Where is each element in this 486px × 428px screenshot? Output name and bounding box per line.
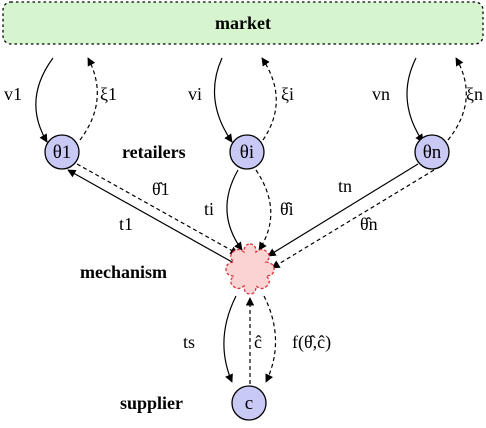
mechanism-gear (225, 243, 275, 295)
tn-arrow (267, 163, 419, 257)
mechanism-label: mechanism (80, 262, 167, 282)
xi1-arrow (79, 57, 98, 141)
retailer-i-label: θi (240, 142, 254, 163)
thetahatn-arrow (271, 169, 435, 269)
vn-label: vn (372, 84, 390, 104)
retailer-1-node (44, 134, 80, 170)
thetahati-label: θ̂i (280, 199, 294, 219)
supplier-label: supplier (120, 393, 183, 413)
f-label: f(θ̂,ĉ) (292, 332, 331, 353)
supplier-node-label: c (245, 393, 253, 414)
retailer-n-label: θn (423, 142, 442, 163)
xin-label: ξn (466, 84, 483, 104)
retailer-1-label: θ1 (53, 142, 72, 163)
t1-arrow (67, 169, 233, 263)
v1-label: v1 (4, 84, 22, 104)
market-label: market (215, 13, 271, 33)
ti-label: ti (204, 199, 214, 219)
thetahat1-arrow (76, 163, 239, 255)
chat-label: ĉ (254, 332, 262, 352)
ts-label: ts (183, 332, 195, 352)
tn-label: tn (338, 176, 352, 196)
retailer-n-node (414, 134, 450, 170)
supplier-node (231, 385, 267, 421)
vi-arrow (213, 57, 233, 143)
retailers-label: retailers (122, 142, 186, 162)
ti-arrow (226, 169, 243, 251)
ts-arrow (223, 295, 237, 383)
v1-arrow (35, 57, 54, 143)
vn-arrow (406, 57, 424, 143)
f-arrow (263, 295, 277, 383)
market-box (2, 1, 484, 45)
xin-arrow (447, 57, 467, 141)
thetahati-arrow (255, 169, 272, 251)
thetahat1-label: θ̂1 (152, 179, 170, 199)
xi1-label: ξ1 (100, 84, 117, 104)
xii-label: ξi (281, 84, 294, 104)
xii-arrow (261, 57, 277, 141)
thetahatn-label: θ̂n (360, 214, 378, 234)
t1-label: t1 (119, 214, 133, 234)
vi-label: vi (188, 84, 202, 104)
retailer-i-node (229, 134, 265, 170)
